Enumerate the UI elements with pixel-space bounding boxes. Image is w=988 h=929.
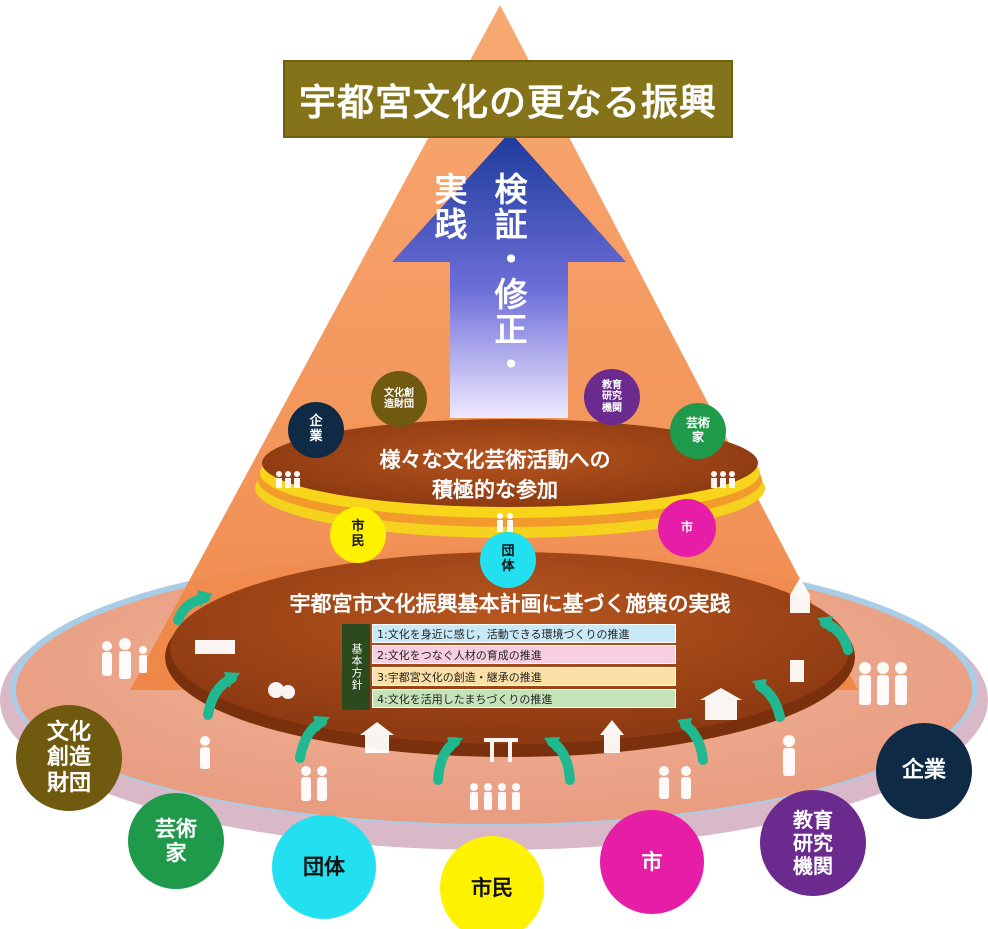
- small-circle-dantai: 団体: [480, 532, 536, 588]
- arrow-label: 検証・修正・実践: [429, 172, 528, 382]
- large-circle-shimin-label: 市民: [471, 875, 513, 900]
- small-circle-geijutsu-label: 芸術家: [685, 416, 710, 444]
- policy-table: 基本方針 1:文化を身近に感じ，活動できる環境づくりの推進 2:文化をつなぐ人材…: [342, 624, 676, 710]
- small-circle-kyouiku-label: 教育研究機関: [602, 379, 622, 414]
- middle-disc-label: 宇都宮市文化振興基本計画に基づく施策の実践: [289, 592, 731, 616]
- large-circle-bunka: 文化創造財団: [16, 705, 122, 811]
- large-circle-bunka-label: 文化創造財団: [46, 720, 91, 796]
- large-circle-dantai: 団体: [272, 815, 376, 919]
- large-circle-kyouiku-label: 教育研究機関: [793, 807, 833, 878]
- top-disc-line2: 積極的な参加: [432, 478, 558, 502]
- policy-row-2: 2:文化をつなぐ人材の育成の推進: [372, 645, 676, 664]
- top-disc: [262, 419, 758, 507]
- large-circle-kigyou-label: 企業: [901, 758, 946, 784]
- small-circle-kigyou: 企業: [288, 402, 344, 458]
- up-arrow: [392, 132, 626, 418]
- large-circle-kyouiku: 教育研究機関: [760, 790, 866, 896]
- top-disc-label: 様々な文化芸術活動への 積極的な参加: [330, 445, 660, 505]
- small-circle-bunka-label: 文化創造財団: [384, 387, 414, 411]
- small-circle-bunka: 文化創造財団: [371, 371, 427, 427]
- large-circle-kigyou: 企業: [876, 723, 972, 819]
- policy-row-3: 3:宇都宮文化の創造・継承の推進: [372, 667, 676, 686]
- small-circle-geijutsu: 芸術家: [670, 403, 726, 459]
- page-title: 宇都宮文化の更なる振興: [283, 60, 733, 138]
- small-circle-kyouiku: 教育研究機関: [584, 369, 640, 425]
- policy-row-4: 4:文化を活用したまちづくりの推進: [372, 689, 676, 708]
- policy-heading: 基本方針: [342, 624, 370, 710]
- small-circle-shimin-label: 市民: [351, 519, 365, 549]
- top-disc-line1: 様々な文化芸術活動への: [379, 448, 611, 472]
- small-circle-shi: 市: [658, 499, 716, 557]
- large-circle-shi: 市: [600, 810, 704, 914]
- large-circle-shimin: 市民: [440, 836, 544, 929]
- large-circle-geijutsu-label: 芸術家: [155, 816, 197, 865]
- large-circle-dantai-label: 団体: [303, 854, 345, 879]
- large-circle-shi-label: 市: [641, 849, 663, 874]
- policy-row-1: 1:文化を身近に感じ，活動できる環境づくりの推進: [372, 624, 676, 643]
- large-circle-geijutsu: 芸術家: [128, 793, 224, 889]
- people-icons: [102, 471, 907, 810]
- small-circle-dantai-label: 団体: [501, 544, 515, 574]
- small-circle-shimin: 市民: [330, 507, 386, 563]
- small-circle-kigyou-label: 企業: [309, 414, 323, 444]
- small-circle-shi-label: 市: [680, 520, 693, 535]
- teal-arrow-heads: [197, 590, 833, 752]
